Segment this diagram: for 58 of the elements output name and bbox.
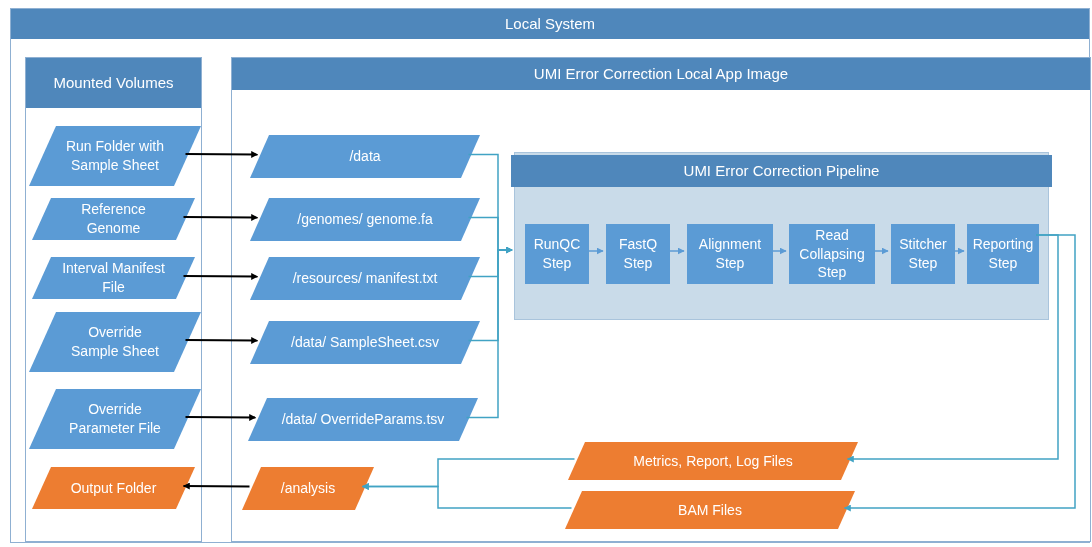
panel-header: Local System	[11, 9, 1089, 39]
node-label: Reporting Step	[971, 235, 1035, 273]
arrow	[843, 234, 1076, 512]
arrow	[465, 246, 513, 419]
node-label: FastQ Step	[617, 235, 659, 273]
node-label: /data	[349, 147, 381, 166]
process-box	[789, 224, 875, 284]
system-frame	[10, 8, 1090, 543]
data-parallelogram	[250, 198, 480, 241]
node-label: Stitcher Step	[898, 235, 948, 273]
arrow	[846, 234, 1059, 463]
node-label: /genomes/ genome.fa	[297, 210, 433, 229]
arrow	[184, 150, 259, 158]
data-parallelogram	[242, 467, 374, 510]
process-box	[525, 224, 589, 284]
process-box	[606, 224, 670, 284]
panel-header: UMI Error Correction Pipeline	[511, 155, 1052, 187]
data-parallelogram	[32, 198, 195, 240]
data-parallelogram	[565, 491, 855, 529]
container-panel	[25, 57, 202, 542]
data-parallelogram	[250, 257, 480, 300]
arrow	[184, 336, 259, 344]
node-label: Metrics, Report, Log Files	[633, 451, 793, 471]
container-panel	[231, 57, 1091, 542]
panel-header: Mounted Volumes	[26, 58, 201, 108]
data-parallelogram	[248, 398, 478, 441]
node-label: BAM Files	[678, 500, 742, 520]
node-label: /data/ SampleSheet.csv	[291, 333, 439, 352]
panel-header: UMI Error Correction Local App Image	[232, 58, 1090, 90]
node-label: Alignment Step	[697, 235, 763, 273]
arrow	[361, 483, 573, 509]
data-parallelogram	[32, 467, 195, 509]
node-label: Override Sample Sheet	[70, 323, 160, 361]
data-parallelogram	[250, 321, 480, 364]
node-label: /analysis	[280, 479, 336, 498]
process-box	[967, 224, 1039, 284]
node-label: RunQC Step	[532, 235, 582, 273]
arrow	[182, 272, 259, 280]
data-parallelogram	[32, 257, 195, 299]
arrow	[184, 413, 257, 421]
node-label: /data/ OverrideParams.tsv	[281, 410, 445, 429]
arrow	[182, 213, 259, 221]
node-label: Reference Genome	[80, 200, 147, 238]
node-label: Output Folder	[70, 478, 157, 498]
data-parallelogram	[568, 442, 858, 480]
node-label: /resources/ manifest.txt	[292, 269, 438, 288]
node-label: Override Parameter File	[68, 400, 162, 438]
node-label: Read Collapsing Step	[798, 225, 866, 283]
data-parallelogram	[29, 312, 201, 372]
data-parallelogram	[250, 135, 480, 178]
pipeline-panel	[514, 152, 1049, 320]
data-parallelogram	[29, 389, 201, 449]
process-box	[891, 224, 955, 284]
arrow	[182, 482, 251, 490]
data-parallelogram	[29, 126, 201, 186]
process-box	[687, 224, 773, 284]
node-label: Interval Manifest File	[61, 259, 166, 297]
node-label: Run Folder with Sample Sheet	[64, 137, 165, 175]
